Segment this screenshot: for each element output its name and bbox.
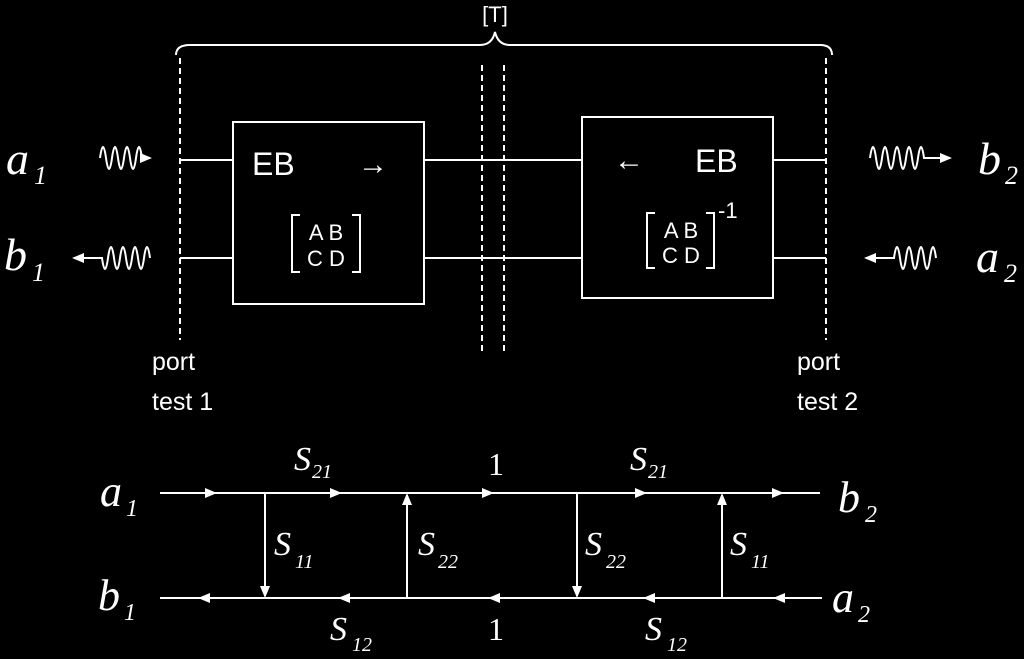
incident-wave-left-icon [99,146,152,170]
flow-vertical-label-2: S [418,526,435,563]
flow-vertical-label-2-sub: 22 [438,551,458,573]
left-matrix-bracket-left [291,214,300,273]
t-bracket [175,31,833,56]
flow-node-a2: a [832,573,854,622]
right-matrix-bracket-right [706,212,715,269]
flow-vertical-label-3-sub: 22 [606,551,626,573]
right-matrix-row1: A B [664,218,698,243]
port-test-2-label-line2: test 2 [797,388,858,416]
left-matrix-row1: A B [309,220,343,245]
flow-node-b1-sub: 1 [124,600,136,626]
flow-bottom-label-2: 1 [488,611,504,647]
flow-bottom-label-3-sub: 12 [667,634,687,656]
flow-node-a1-sub: 1 [126,496,138,522]
reflected-wave-left-icon [72,246,151,270]
left-b-label: b [4,229,27,280]
flow-bottom-label-1-sub: 12 [352,634,372,656]
flow-vertical-label-3: S [585,526,602,563]
right-eb-title: EB [695,143,738,179]
right-eb-block: ← EB A B C D -1 [581,116,774,299]
flow-bottom-label-3: S [645,611,662,648]
flow-node-a1: a [100,467,122,516]
flow-vertical-label-4: S [730,526,747,563]
left-eb-block: EB → A B C D [232,121,425,305]
left-a-label: a [6,133,29,184]
left-a-sub: 1 [34,161,47,190]
port-test-1-label-line2: test 1 [152,388,213,416]
transmitted-wave-right-icon [869,146,952,170]
flow-node-a2-sub: 2 [858,602,870,628]
flow-bottom-label-1: S [330,611,347,648]
flow-vertical-label-1: S [274,526,291,563]
signal-flow-graph [160,488,822,603]
left-eb-title: EB [252,146,295,182]
incident-wave-right-icon [864,246,937,270]
right-matrix-exponent: -1 [718,198,738,223]
flow-vertical-label-4-sub: 11 [751,551,770,573]
flow-top-label-3: S [630,441,647,478]
flow-vertical-label-1-sub: 11 [295,551,314,573]
right-a-sub: 2 [1004,259,1017,288]
right-matrix-row2: C D [662,243,700,268]
flow-top-label-3-sub: 21 [648,461,668,483]
port-test-2-label-line1: port [797,348,840,376]
left-matrix-row2: C D [307,246,345,271]
flow-top-label-1-sub: 21 [312,461,332,483]
left-matrix-bracket-right [352,214,361,273]
port-test-1-label-line1: port [152,348,195,376]
right-b-sub: 2 [1005,161,1018,190]
flow-top-label-1: S [294,441,311,478]
right-eb-arrow: ← [614,144,644,177]
flow-node-b2: b [838,473,860,522]
t-bracket-label: [T] [482,2,508,27]
left-eb-arrow: → [358,148,388,181]
flow-top-label-2: 1 [488,446,504,482]
flow-node-b2-sub: 2 [865,502,877,528]
flow-node-b1: b [98,571,120,620]
right-matrix-bracket-left [646,212,655,269]
right-b-label: b [978,133,1001,184]
left-b-sub: 1 [32,258,45,287]
right-a-label: a [976,231,999,282]
